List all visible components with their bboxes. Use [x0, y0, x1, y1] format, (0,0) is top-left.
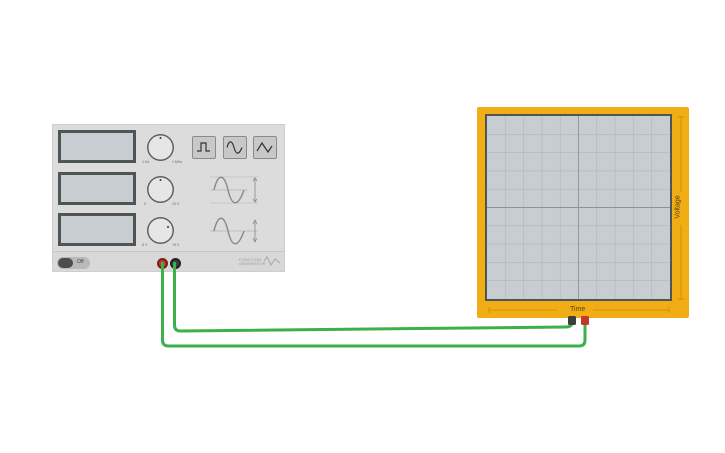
frequency-display	[58, 130, 136, 163]
offset-max-label: +5 V	[172, 243, 180, 247]
frequency-max-label: 1 MHz	[172, 160, 183, 164]
offset-wave-diagram	[210, 217, 258, 245]
amplitude-max-label: 10 V	[172, 202, 180, 206]
oscilloscope-ground-probe[interactable]	[568, 316, 576, 325]
amplitude-display	[58, 172, 136, 205]
sine-wave-button[interactable]	[223, 136, 247, 159]
square-wave-button[interactable]	[192, 136, 216, 159]
brand-text: FUNCTION GENERATOR	[239, 258, 266, 266]
oscilloscope-axis-markers	[488, 116, 684, 313]
frequency-min-label: 1 Hz	[142, 160, 150, 164]
offset-display	[58, 213, 136, 246]
brand-line-2: GENERATOR	[239, 261, 266, 266]
control-strip	[53, 251, 284, 271]
oscilloscope-positive-probe[interactable]	[581, 316, 589, 325]
power-toggle-label: Off	[77, 259, 84, 265]
power-toggle[interactable]: Off	[57, 257, 90, 269]
sine-wave-icon	[226, 141, 243, 154]
frequency-knob[interactable]	[146, 133, 175, 162]
function-generator[interactable]: 1 Hz 1 MHz 0 10 V -5 V +5 V	[52, 124, 285, 272]
brand-line-1: FUNCTION	[239, 257, 262, 262]
amplitude-min-label: 0	[144, 202, 146, 206]
offset-knob[interactable]	[146, 216, 175, 245]
oscilloscope-grid	[487, 116, 670, 299]
oscilloscope[interactable]: Time Voltage	[477, 107, 689, 318]
amplitude-knob[interactable]	[146, 175, 175, 204]
brand-wave-icon	[263, 256, 281, 266]
triangle-wave-icon	[256, 141, 273, 154]
oscilloscope-screen	[485, 114, 672, 301]
power-toggle-thumb	[58, 258, 73, 268]
amplitude-wave-diagram	[210, 176, 258, 204]
time-axis-label: Time	[570, 306, 586, 313]
offset-min-label: -5 V	[141, 243, 148, 247]
triangle-wave-button[interactable]	[253, 136, 277, 159]
positive-wire[interactable]	[161, 262, 587, 348]
square-wave-icon	[197, 142, 210, 152]
ground-wire[interactable]	[173, 262, 574, 333]
